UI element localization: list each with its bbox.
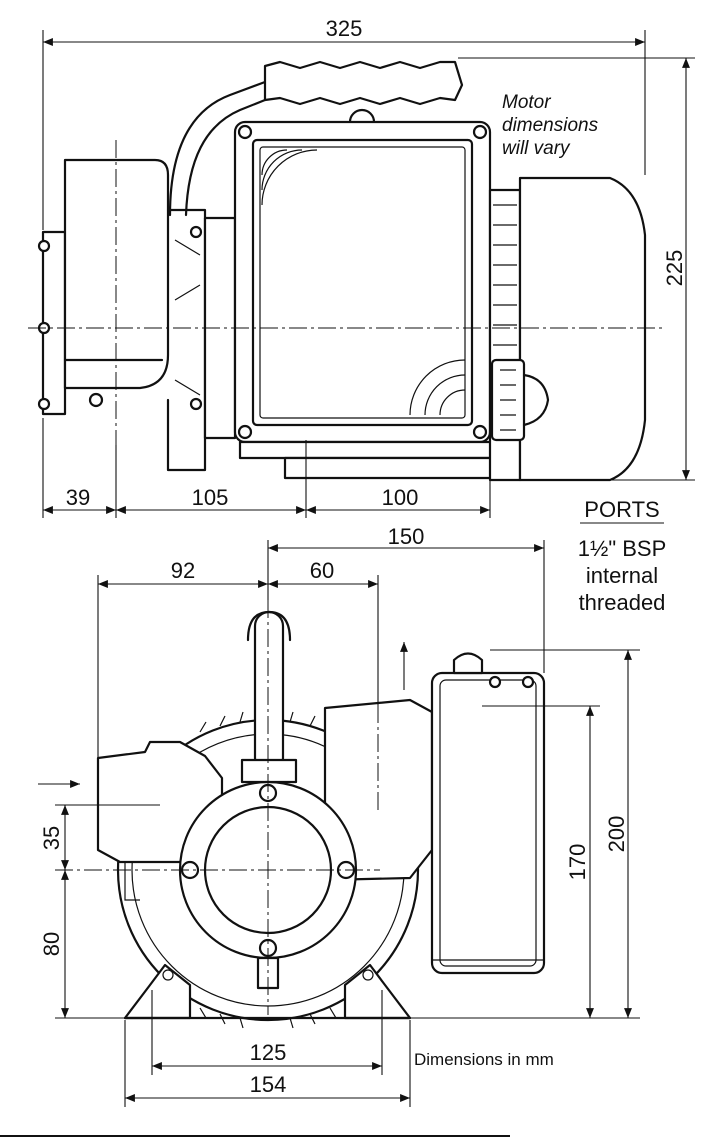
motor-dimensions-note: Motor dimensions will vary [502,92,599,159]
dim-label-92: 92 [171,558,195,583]
dim-label-60: 60 [310,558,334,583]
dim-label-170: 170 [565,844,590,881]
pump-housing [37,158,237,472]
dim-200: 200 [410,649,640,1019]
handle-front [240,610,298,784]
dim-label-105: 105 [192,485,229,510]
motor-fan-cover [488,176,647,482]
dim-150: 150 [267,524,545,673]
note-line-1: Motor [502,92,551,113]
units-note: Dimensions in mm [414,1050,554,1069]
dim-225: 225 [458,57,695,481]
note-line-2: dimensions [502,115,599,136]
ports-heading: PORTS [584,497,659,522]
dim-325: 325 [42,16,646,230]
dim-label-200: 200 [604,816,629,853]
ports-line-3: threaded [579,590,666,615]
dim-label-325: 325 [326,16,363,41]
motor-terminal-box [233,120,517,480]
note-line-3: will vary [502,138,571,159]
ports-line-2: internal [586,563,658,588]
dim-125: 125 [151,990,383,1075]
front-view: 150 92 60 35 80 170 [38,524,640,1107]
ports-line-1: 1½" BSP [578,536,667,561]
ports-note: PORTS 1½" BSP internal threaded [578,497,667,615]
top-view: 325 225 Motor dimensions will vary 39 10… [28,16,695,518]
dim-bottom-row: 39 105 100 [42,418,491,518]
dim-label-80: 80 [39,932,64,956]
motor-feet [123,963,412,1020]
terminal-box-side [430,652,546,975]
dim-label-154: 154 [250,1072,287,1097]
dim-170: 170 [482,705,600,1018]
dim-label-39: 39 [66,485,90,510]
dim-92-60: 92 60 [97,558,379,758]
dim-35-80: 35 80 [39,804,160,1019]
dim-154: 154 [124,1020,411,1107]
carry-handle [168,60,464,217]
dim-label-225: 225 [662,250,687,287]
dim-label-150: 150 [388,524,425,549]
dim-label-35: 35 [39,826,64,850]
dim-label-100: 100 [382,485,419,510]
dim-label-125: 125 [250,1040,287,1065]
